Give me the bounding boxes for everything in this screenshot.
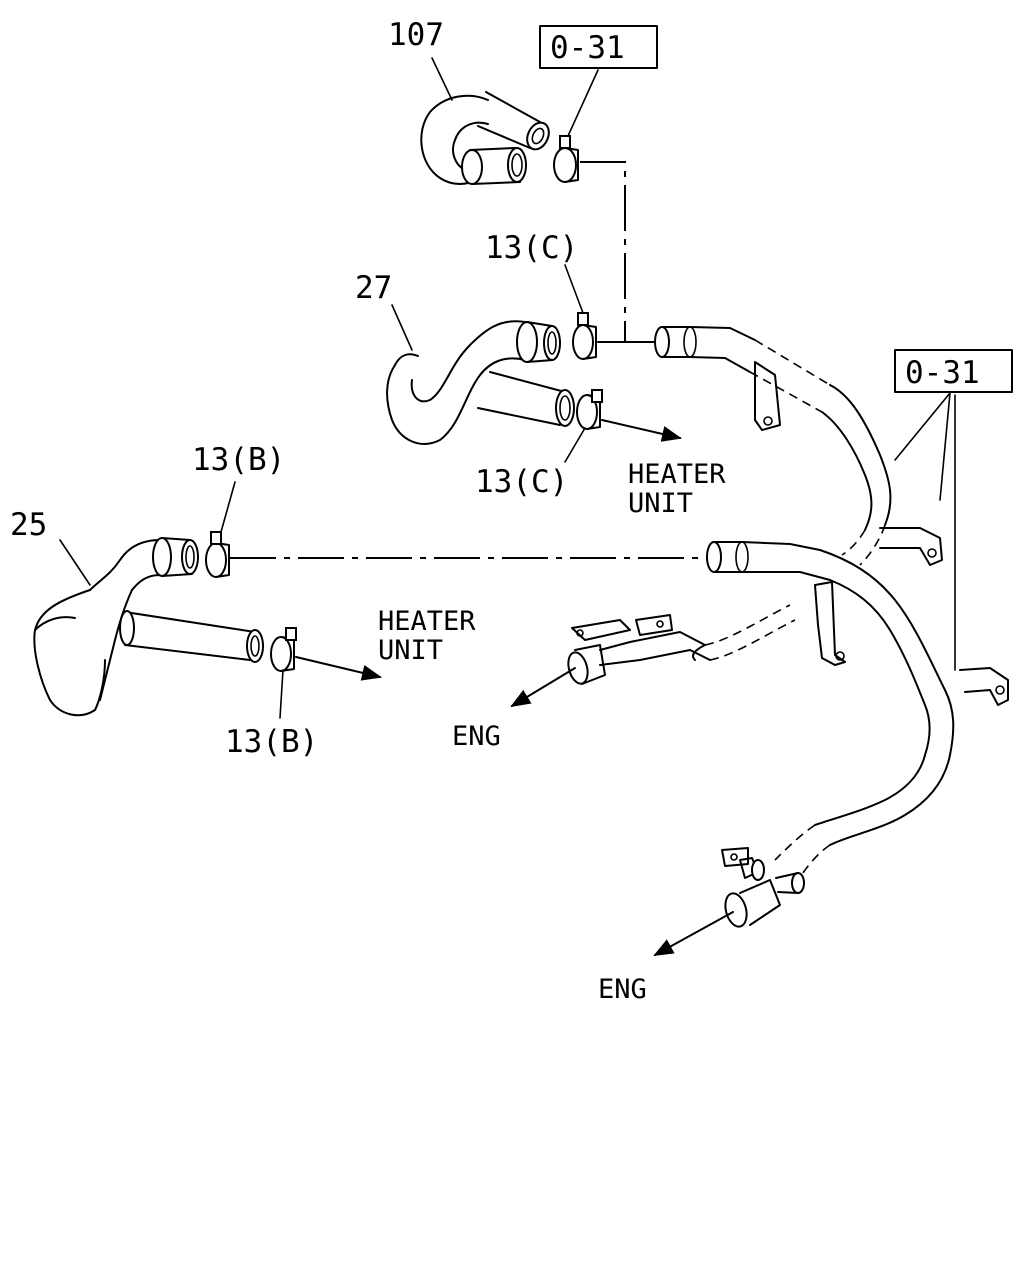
leader-27 xyxy=(391,304,413,351)
heater-unit-label-2-line1: HEATER xyxy=(378,606,476,637)
clamp-13b-upper xyxy=(205,531,230,578)
ref-box-right xyxy=(894,349,1013,393)
leader-ref-right xyxy=(894,392,951,501)
eng-label-2: ENG xyxy=(598,974,647,1005)
ref-label-top: 0-31 xyxy=(550,30,625,66)
clamp-13c-lower xyxy=(576,389,603,430)
arrow-heater-unit-upper xyxy=(601,419,682,442)
arrow-eng-2 xyxy=(653,911,734,956)
ref-box-top xyxy=(539,25,658,69)
leader-13c-lower xyxy=(564,427,586,463)
heater-unit-label-1-line1: HEATER xyxy=(628,459,726,490)
heater-unit-label-1-line2: UNIT xyxy=(628,488,693,519)
heater-unit-label-2-line2: UNIT xyxy=(378,635,443,666)
clamp-13c-upper xyxy=(572,312,597,360)
part-label-107: 107 xyxy=(388,17,444,53)
hose-25 xyxy=(33,537,264,717)
clamp-label-13c-bottom: 13(C) xyxy=(475,464,568,500)
clamp-13b-lower xyxy=(270,627,297,672)
hose-107 xyxy=(420,91,550,185)
clamp-label-13c-top: 13(C) xyxy=(485,230,578,266)
arrow-heater-unit-lower xyxy=(295,656,382,681)
eng-label-1: ENG xyxy=(452,721,501,752)
leader-107 xyxy=(431,57,453,101)
leader-25 xyxy=(59,539,91,586)
clamp-top-107 xyxy=(553,135,579,183)
leader-13b-upper xyxy=(220,481,236,533)
part-label-25: 25 xyxy=(10,507,47,543)
leader-13c-upper xyxy=(564,264,584,314)
leader-ref-top xyxy=(567,69,599,137)
arrow-eng-1 xyxy=(510,667,576,708)
ref-label-right: 0-31 xyxy=(905,355,980,391)
clamp-label-13b-top: 13(B) xyxy=(192,442,285,478)
clamp-label-13b-bottom: 13(B) xyxy=(225,724,318,760)
connector-line-top xyxy=(580,161,626,342)
hose-27 xyxy=(386,320,575,445)
pipe-assembly xyxy=(567,326,1009,928)
leader-13b-lower xyxy=(279,669,284,719)
part-label-27: 27 xyxy=(355,270,392,306)
